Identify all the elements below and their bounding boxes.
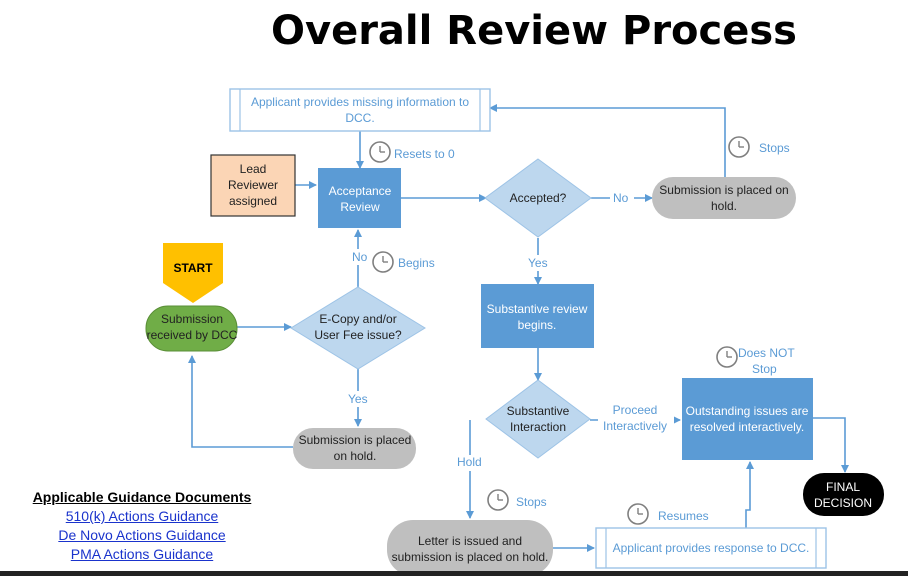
svg-text:on hold.: on hold.: [334, 449, 377, 463]
accepted-decision: Accepted?: [484, 158, 592, 238]
guidance-documents: Applicable Guidance Documents 510(k) Act…: [22, 488, 262, 564]
svg-text:Reviewer: Reviewer: [228, 178, 278, 192]
clock-icon: [372, 251, 394, 273]
arrow-hold-to-submission: [188, 355, 293, 448]
lead-reviewer-node: Lead Reviewer assigned: [210, 154, 296, 217]
label-yes-mid: Yes: [528, 256, 548, 270]
label-proceed-1: Proceed: [613, 403, 658, 417]
ecopy-decision: E-Copy and/or User Fee issue?: [290, 286, 426, 370]
label-hold: Hold: [457, 455, 482, 469]
link-510k-guidance[interactable]: 510(k) Actions Guidance: [65, 508, 219, 524]
arrow-response-to-outstanding: [745, 461, 754, 528]
label-stops-top: Stops: [759, 141, 790, 155]
applicant-response-node: Applicant provides response to DCC.: [595, 527, 827, 569]
svg-text:Substantive review: Substantive review: [487, 302, 588, 316]
label-stops-bottom: Stops: [516, 495, 547, 509]
svg-text:assigned: assigned: [229, 194, 277, 208]
svg-text:Review: Review: [340, 200, 380, 214]
svg-text:Outstanding issues are: Outstanding issues are: [686, 404, 809, 418]
label-begins: Begins: [398, 256, 435, 270]
label-proceed-2: Interactively: [603, 419, 667, 433]
arrow-outstanding-to-final: [813, 417, 849, 473]
final-decision-node: FINAL DECISION: [803, 473, 884, 516]
label-does-not-stop-2: Stop: [752, 362, 777, 376]
svg-text:E-Copy and/or: E-Copy and/or: [319, 312, 396, 326]
svg-text:received by DCC: received by DCC: [147, 328, 238, 342]
label-resets: Resets to 0: [394, 147, 455, 161]
acceptance-review-node: Acceptance Review: [318, 168, 401, 228]
guidance-heading: Applicable Guidance Documents: [32, 489, 252, 505]
svg-text:FINAL: FINAL: [826, 480, 860, 494]
label-no-left: No: [352, 250, 368, 264]
svg-text:hold.: hold.: [711, 199, 737, 213]
svg-text:Submission: Submission: [161, 312, 223, 326]
svg-text:Applicant provides response to: Applicant provides response to DCC.: [613, 541, 810, 555]
svg-text:resolved interactively.: resolved interactively.: [690, 420, 805, 434]
clock-icon: [716, 346, 738, 368]
clock-icon: [369, 141, 391, 163]
label-resumes: Resumes: [658, 509, 709, 523]
label-yes-left: Yes: [348, 392, 368, 406]
link-de-novo-guidance[interactable]: De Novo Actions Guidance: [58, 527, 226, 543]
submission-received-node: Submission received by DCC: [145, 305, 238, 352]
applicant-missing-node: Applicant provides missing information t…: [229, 88, 491, 132]
svg-text:Submission is placed on: Submission is placed on: [659, 183, 788, 197]
substantive-interaction-decision: Substantive Interaction: [485, 379, 591, 459]
start-label: START: [173, 261, 213, 275]
arrow-hold-to-missing: [489, 104, 726, 177]
svg-text:submission is placed on hold.: submission is placed on hold.: [392, 550, 549, 564]
clock-icon: [487, 489, 509, 511]
outstanding-issues-node: Outstanding issues are resolved interact…: [682, 378, 813, 460]
svg-text:Lead: Lead: [240, 162, 267, 176]
bottom-divider: [0, 571, 908, 576]
svg-text:Letter is issued and: Letter is issued and: [418, 534, 522, 548]
svg-text:Interaction: Interaction: [510, 420, 566, 434]
clock-icon: [728, 136, 750, 158]
svg-text:Acceptance: Acceptance: [329, 184, 392, 198]
svg-text:Submission is placed: Submission is placed: [299, 433, 412, 447]
svg-text:Substantive: Substantive: [507, 404, 570, 418]
hold-left-node: Submission is placed on hold.: [293, 428, 416, 469]
svg-text:Applicant provides missing inf: Applicant provides missing information t…: [251, 95, 469, 109]
svg-text:DECISION: DECISION: [814, 496, 872, 510]
label-no-right: No: [613, 191, 629, 205]
page-title: Overall Review Process: [271, 8, 797, 54]
letter-issued-node: Letter is issued and submission is place…: [387, 520, 553, 576]
start-node: START: [163, 243, 223, 303]
link-pma-guidance[interactable]: PMA Actions Guidance: [70, 546, 214, 562]
label-does-not-stop-1: Does NOT: [738, 346, 795, 360]
substantive-begins-node: Substantive review begins.: [481, 284, 594, 348]
svg-text:User Fee issue?: User Fee issue?: [314, 328, 402, 342]
svg-text:begins.: begins.: [518, 318, 557, 332]
hold-right-node: Submission is placed on hold.: [652, 177, 796, 219]
svg-text:DCC.: DCC.: [345, 111, 374, 125]
clock-icon: [627, 503, 649, 525]
svg-text:Accepted?: Accepted?: [510, 191, 567, 205]
